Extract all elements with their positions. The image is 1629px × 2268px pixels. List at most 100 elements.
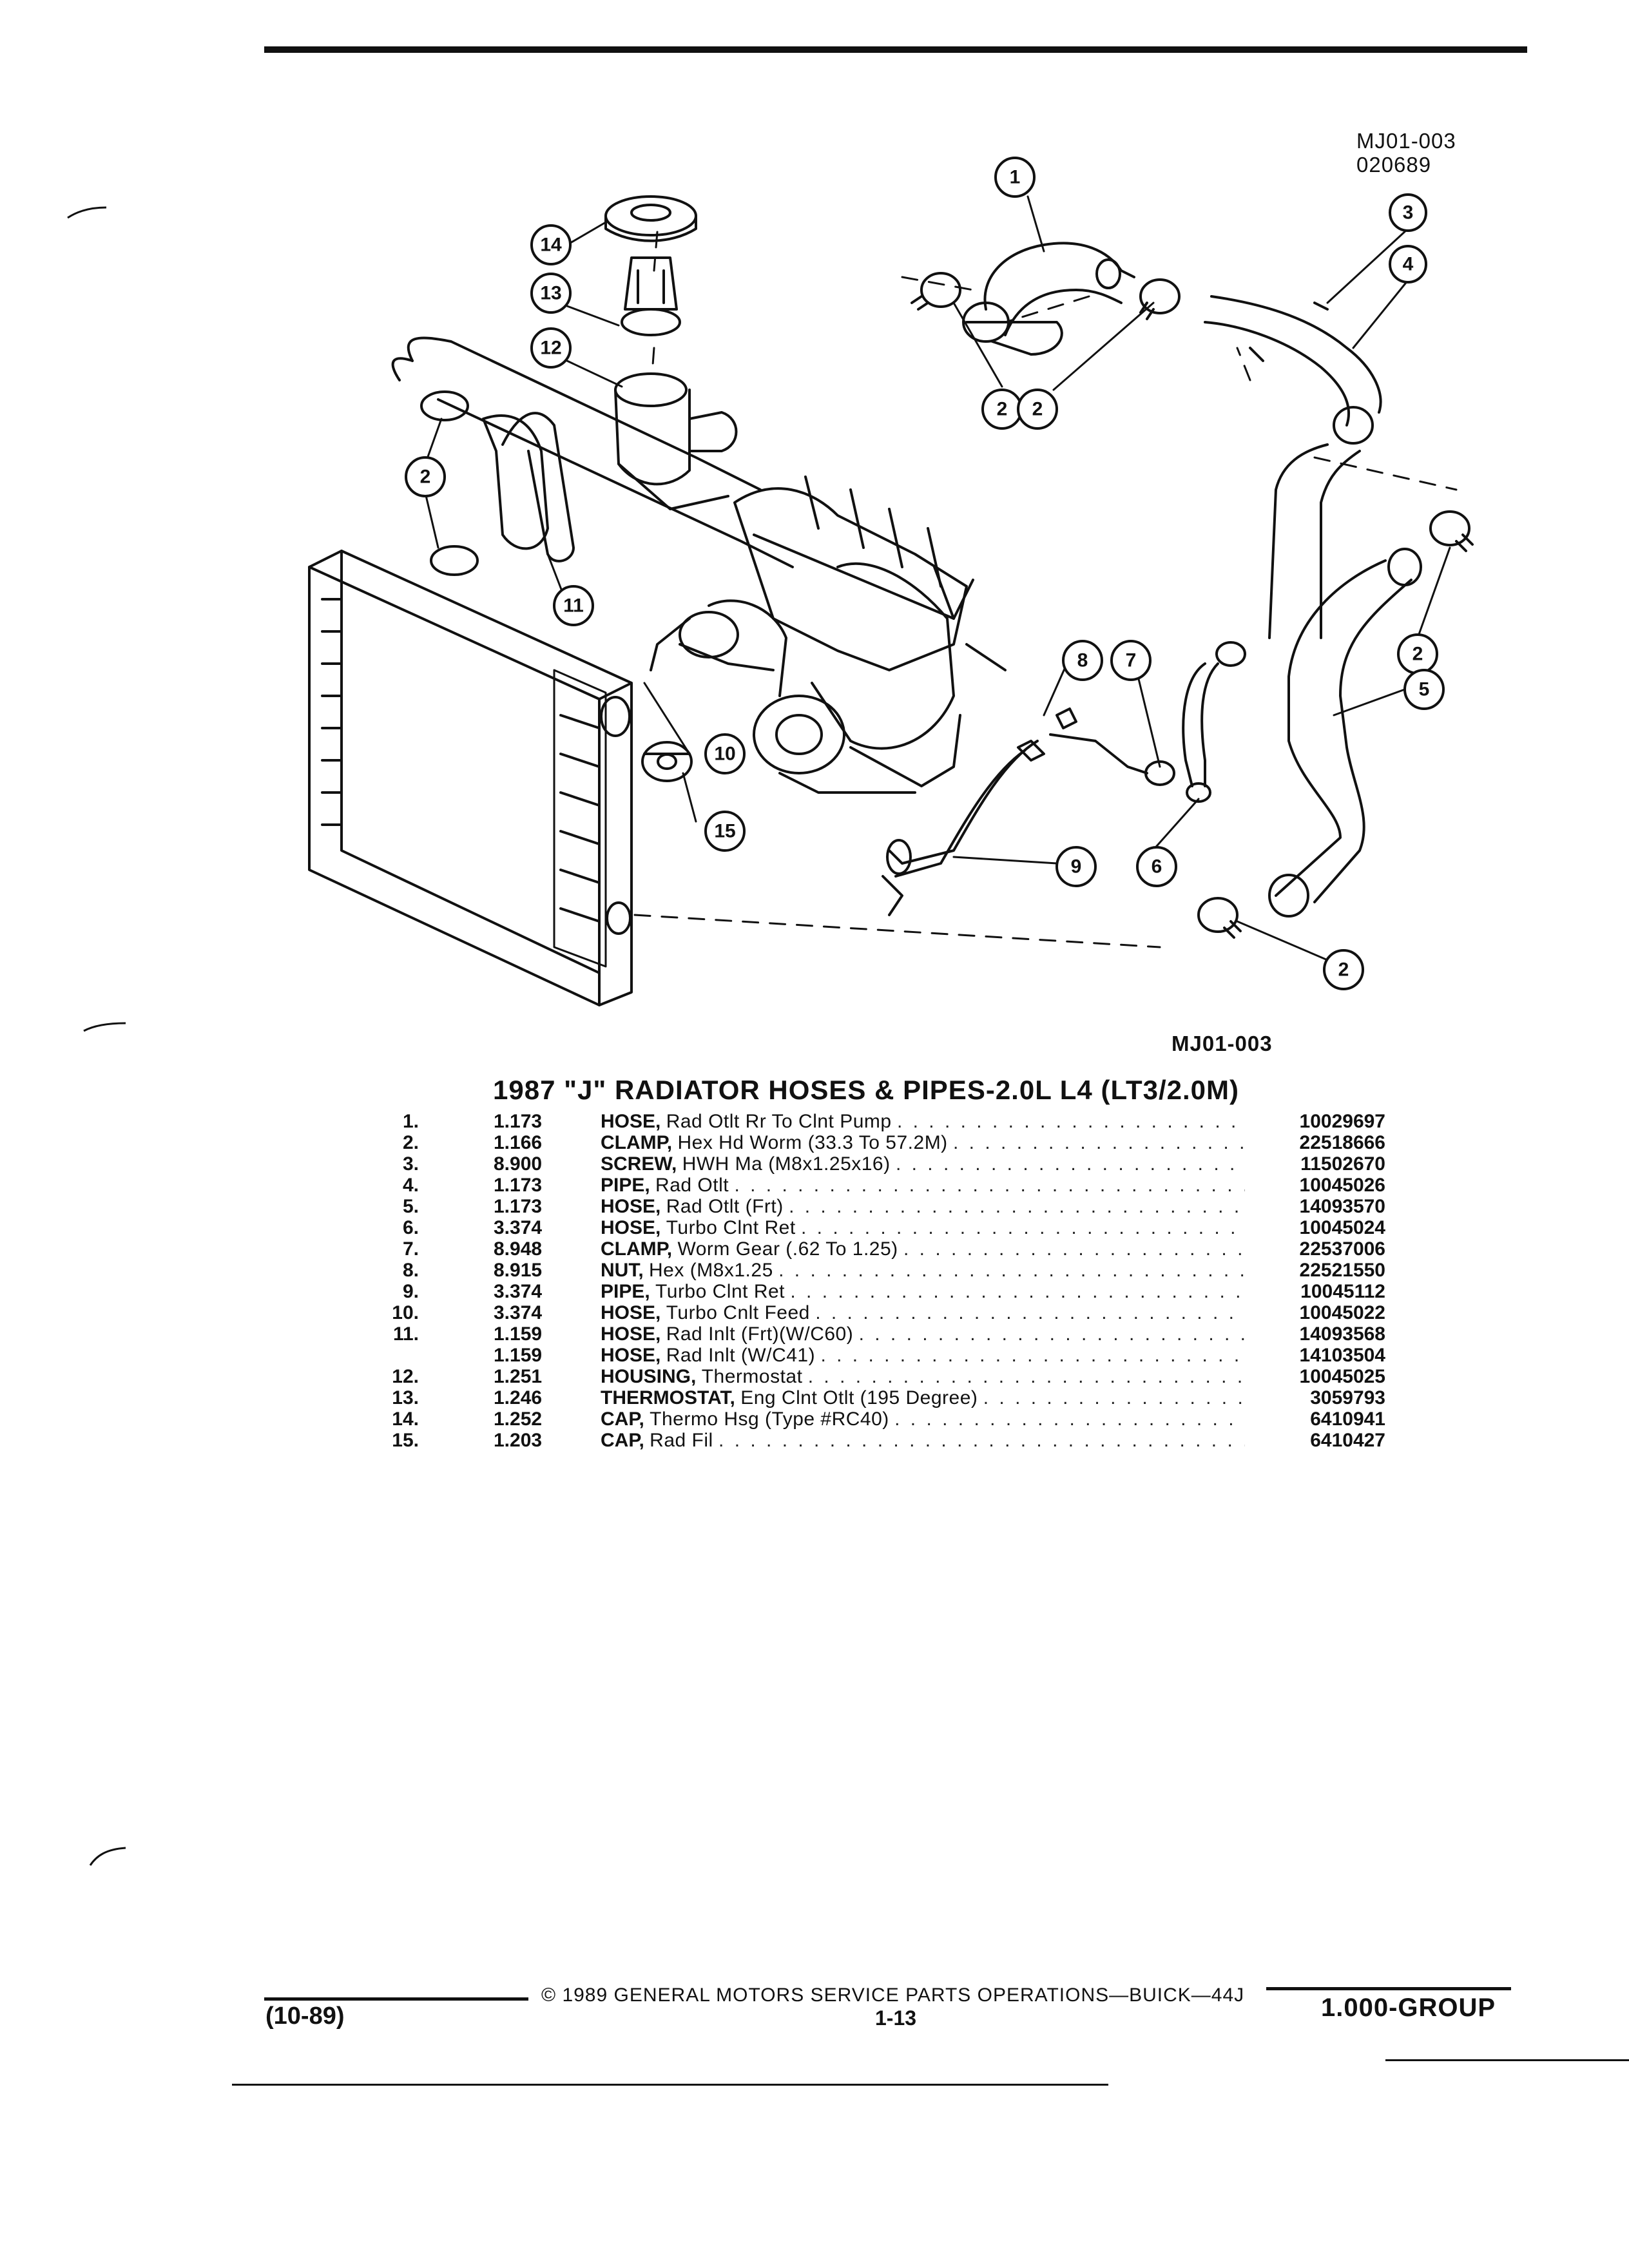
callout-label-15: 15 — [714, 821, 735, 842]
part-group-number: 8.948 — [494, 1238, 543, 1260]
callout-11 — [553, 585, 594, 626]
footer-rule-left — [264, 1997, 528, 2001]
diagram-ref-top: MJ01-003 020689 — [1356, 129, 1456, 177]
part-group-number: 3.374 — [494, 1302, 543, 1323]
part-item-number: 1. — [402, 1111, 419, 1132]
hose-clamps-drawing — [911, 272, 1474, 939]
part-description: NUT, Hex (M8x1.25 . . . . . . . . . . . … — [601, 1260, 1245, 1281]
footer-group: 1.000-GROUP — [1321, 1994, 1496, 2022]
part-group-number: 1.203 — [494, 1430, 543, 1451]
part-item-number: 4. — [402, 1175, 419, 1196]
callout-label-10: 10 — [714, 744, 735, 765]
callout-12 — [530, 327, 572, 369]
part-name: HOSE, — [601, 1217, 661, 1238]
parts-row: 12. 1.251 HOUSING, Thermostat . . . . . . … — [361, 1366, 1392, 1387]
callout-9 — [1055, 846, 1097, 887]
part-item-number: 13. — [392, 1387, 419, 1408]
callout-2-left — [405, 456, 446, 497]
part-detail: Rad Otlt — [655, 1175, 729, 1196]
part-group-number: 1.252 — [494, 1408, 543, 1430]
part-number: 10045022 — [1299, 1302, 1385, 1323]
part-group-number: 1.251 — [494, 1366, 543, 1387]
leader-dots: . . . . . . . . . . . . . . . . . . . . … — [953, 1132, 1245, 1153]
part-description: PIPE, Rad Otlt . . . . . . . . . . . . .… — [601, 1175, 1245, 1196]
part-name: CLAMP, — [601, 1238, 673, 1260]
leader-dots: . . . . . . . . . . . . . . . . . . . . … — [807, 1366, 1245, 1387]
part-name: HOUSING, — [601, 1366, 697, 1387]
leader-dots: . . . . . . . . . . . . . . . . . . . . … — [895, 1153, 1245, 1175]
part-detail: Thermostat — [701, 1366, 803, 1387]
part-name: HOSE, — [601, 1345, 661, 1366]
part-number: 6410427 — [1310, 1430, 1385, 1451]
callout-7 — [1110, 640, 1152, 681]
part-detail: HWH Ma (M8x1.25x16) — [682, 1153, 891, 1175]
part-item-number: 15. — [392, 1430, 419, 1451]
radiator-hose-diagram: 1 2 2 3 4 2 2 2 5 8 7 6 9 2 10 15 11 12 … — [308, 157, 1474, 1006]
part-number: 14093570 — [1299, 1196, 1385, 1217]
part-description: HOSE, Rad Inlt (Frt)(W/C60) . . . . . . … — [601, 1323, 1245, 1345]
part-detail: Rad Otlt (Frt) — [666, 1196, 784, 1217]
callout-14 — [530, 224, 572, 265]
part-number: 22518666 — [1299, 1132, 1385, 1153]
callout-8 — [1062, 640, 1103, 681]
part-name: NUT, — [601, 1260, 644, 1281]
footer-revision-date: (10-89) — [265, 2003, 345, 2030]
callout-label-12: 12 — [540, 338, 561, 359]
callout-leader-lines — [424, 195, 1451, 961]
part-number: 11502670 — [1300, 1153, 1385, 1175]
part-name: HOSE, — [601, 1111, 661, 1132]
part-name: PIPE, — [601, 1175, 650, 1196]
part-description: HOSE, Rad Inlt (W/C41) . . . . . . . . .… — [601, 1345, 1245, 1366]
part-description: HOSE, Rad Otlt (Frt) . . . . . . . . . .… — [601, 1196, 1245, 1217]
callout-label-2b: 2 — [1032, 399, 1043, 420]
part-group-number: 1.166 — [494, 1132, 543, 1153]
inlet-hose-drawing — [391, 336, 794, 576]
callout-label-2a: 2 — [997, 399, 1008, 420]
leader-dots: . . . . . . . . . . . . . . . . . . . . … — [790, 1281, 1245, 1302]
part-description: CAP, Rad Fil . . . . . . . . . . . . . .… — [601, 1430, 1245, 1451]
part-name: CAP, — [601, 1408, 644, 1430]
part-detail: Rad Inlt (W/C41) — [666, 1345, 816, 1366]
thermostat-assembly-drawing — [604, 195, 738, 510]
callout-label-11: 11 — [563, 595, 584, 617]
part-item-number: 5. — [402, 1196, 419, 1217]
part-name: CLAMP, — [601, 1132, 673, 1153]
outlet-pipe-drawing — [1204, 295, 1382, 639]
parts-row: 15. 1.203 CAP, Rad Fil . . . . . . . . . .… — [361, 1430, 1392, 1451]
leader-dots: . . . . . . . . . . . . . . . . . . . . … — [858, 1323, 1245, 1345]
part-number: 10045112 — [1300, 1281, 1385, 1302]
part-number: 6410941 — [1310, 1408, 1385, 1430]
margin-mark-middle — [83, 1022, 126, 1032]
part-detail: Hex (M8x1.25 — [649, 1260, 773, 1281]
footer-page-number: 1-13 — [875, 2006, 917, 2030]
callout-label-2d: 2 — [1412, 644, 1423, 665]
leader-dots: . . . . . . . . . . . . . . . . . . . . … — [896, 1111, 1245, 1132]
part-group-number: 1.159 — [494, 1345, 543, 1366]
part-detail: Rad Otlt Rr To Clnt Pump — [666, 1111, 892, 1132]
part-item-number: 14. — [392, 1408, 419, 1430]
part-group-number: 3.374 — [494, 1281, 543, 1302]
part-name: SCREW, — [601, 1153, 677, 1175]
footer-copyright: © 1989 GENERAL MOTORS SERVICE PARTS OPER… — [541, 1984, 1245, 2006]
part-group-number: 1.159 — [494, 1323, 543, 1345]
callout-label-3: 3 — [1403, 202, 1414, 224]
callout-markers — [405, 157, 1445, 990]
part-description: PIPE, Turbo Clnt Ret . . . . . . . . . .… — [601, 1281, 1245, 1302]
callout-2-top-right — [1017, 389, 1058, 430]
part-item-number: 12. — [392, 1366, 419, 1387]
leader-dots: . . . . . . . . . . . . . . . . . . . . … — [801, 1217, 1245, 1238]
part-name: THERMOSTAT, — [601, 1387, 735, 1408]
leader-dots: . . . . . . . . . . . . . . . . . . . . … — [903, 1238, 1245, 1260]
callout-4 — [1389, 245, 1427, 284]
part-description: CLAMP, Hex Hd Worm (33.3 To 57.2M) . . .… — [601, 1132, 1245, 1153]
callout-2-bottom — [1323, 949, 1364, 990]
callout-label-6: 6 — [1152, 856, 1162, 878]
leader-dots: . . . . . . . . . . . . . . . . . . . . … — [734, 1175, 1245, 1196]
part-name: HOSE, — [601, 1323, 661, 1345]
